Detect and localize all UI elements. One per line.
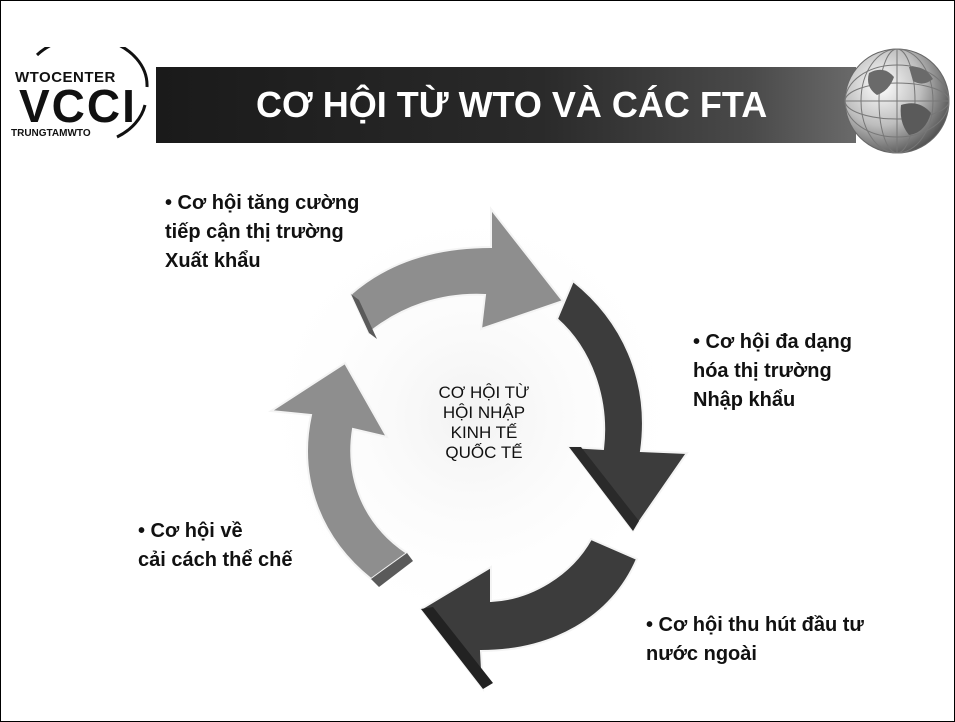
label-export-opportunity: • Cơ hội tăng cường tiếp cận thị trường … xyxy=(165,189,359,276)
center-line: KINH TẾ xyxy=(450,423,518,442)
label-line: Xuất khẩu xyxy=(165,250,261,272)
vcci-logo: WTOCENTER VCCI TRUNGTAMWTO xyxy=(7,47,153,143)
arrow-top xyxy=(349,206,565,339)
logo-main-text: VCCI xyxy=(19,80,137,132)
arrow-bottom xyxy=(419,537,639,693)
label-institutional-reform: • Cơ hội về cải cách thể chế xyxy=(138,517,293,575)
slide-title: CƠ HỘI TỪ WTO VÀ CÁC FTA xyxy=(256,84,768,125)
label-line: Nhập khẩu xyxy=(693,389,796,411)
label-line: • Cơ hội đa dạng xyxy=(693,331,852,353)
label-investment-opportunity: • Cơ hội thu hút đầu tư nước ngoài xyxy=(646,611,864,669)
arrow-right xyxy=(555,279,689,533)
logo-bottom-text: TRUNGTAMWTO xyxy=(11,128,91,139)
label-line: • Cơ hội tăng cường xyxy=(165,192,360,214)
logo-ring-icon xyxy=(35,47,149,139)
logo-top-text: WTOCENTER xyxy=(15,69,116,86)
title-bar: CƠ HỘI TỪ WTO VÀ CÁC FTA xyxy=(156,67,856,143)
label-line: • Cơ hội thu hút đầu tư xyxy=(646,614,864,636)
cycle-diagram xyxy=(251,206,691,693)
center-text: CƠ HỘI TỪ HỘI NHẬP KINH TẾ QUỐC TẾ xyxy=(429,383,539,463)
center-line: HỘI NHẬP xyxy=(442,403,526,422)
label-line: cải cách thể chế xyxy=(138,549,293,571)
center-line: QUỐC TẾ xyxy=(445,443,523,462)
arrow-left xyxy=(268,361,413,587)
center-line: CƠ HỘI TỪ xyxy=(438,383,530,402)
label-line: tiếp cận thị trường xyxy=(165,221,344,243)
label-line: hóa thị trường xyxy=(693,360,832,382)
label-import-opportunity: • Cơ hội đa dạng hóa thị trường Nhập khẩ… xyxy=(693,328,852,415)
label-line: nước ngoài xyxy=(646,643,757,665)
label-line: • Cơ hội về xyxy=(138,520,243,542)
globe-icon xyxy=(844,48,950,154)
